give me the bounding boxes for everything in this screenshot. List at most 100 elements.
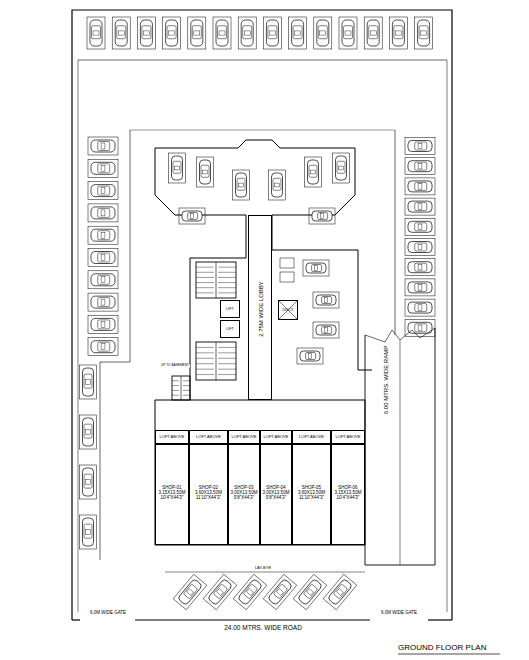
- room-label: 3.00X13.50M: [263, 490, 290, 495]
- room-label: LOFT ABOVE: [336, 435, 361, 440]
- road-label: 24.00 MTRS. WIDE ROAD: [223, 625, 303, 632]
- car-symbol: [88, 293, 118, 311]
- plan-line: [218, 282, 236, 283]
- car-symbol: [88, 226, 118, 244]
- plan-line: [218, 352, 236, 353]
- car-symbol: [137, 17, 155, 49]
- car-symbol: [323, 574, 357, 609]
- car-symbol: [405, 279, 435, 296]
- plan-line: [196, 363, 214, 364]
- car-symbol: [314, 17, 332, 49]
- room-label: 3.15X13.50M: [335, 490, 362, 495]
- plan-line: [183, 390, 190, 391]
- car-symbol: [405, 178, 435, 195]
- car-symbol: [197, 157, 214, 187]
- plan-line: [196, 358, 214, 359]
- note-label: UP TO BASEMENT: [160, 364, 190, 367]
- loft-band: LOFT ABOVE: [292, 430, 331, 444]
- room-label: SHOP-01: [162, 485, 181, 490]
- car-symbol: [309, 208, 335, 224]
- room-label: 9'8"X44'3": [234, 495, 254, 500]
- plan-line: [172, 390, 179, 391]
- room-label: LOFT ABOVE: [299, 435, 324, 440]
- plan-line: [216, 262, 217, 298]
- car-symbol: [297, 348, 323, 364]
- plan-line: [135, 619, 370, 620]
- plan-line: [400, 340, 401, 565]
- plan-rect: [196, 262, 236, 298]
- room-label: LIFT: [226, 327, 233, 331]
- car-symbol: [269, 170, 286, 200]
- plan-line: [218, 374, 236, 375]
- room-label: 11'10"X44'3": [299, 495, 324, 500]
- car-symbol: [313, 292, 339, 308]
- plan-line: [196, 292, 214, 293]
- plan-line: [72, 10, 452, 620]
- car-symbol: [405, 319, 435, 336]
- car-symbol: [88, 204, 118, 222]
- car-symbol: [405, 218, 435, 235]
- car-symbol: [203, 574, 237, 609]
- car-symbol: [163, 17, 181, 49]
- plan-line: [183, 395, 190, 396]
- car-symbol: [88, 159, 118, 177]
- plan-line: [447, 60, 448, 612]
- shop-unit: SHOP-053.60X13.50M11'10"X44'3": [292, 444, 331, 545]
- lift-box: LIFT: [220, 320, 240, 338]
- room-label: 11'10"X44'3": [196, 495, 221, 500]
- car-symbol: [263, 17, 281, 49]
- car-symbol: [80, 365, 97, 399]
- plan-line: [196, 374, 214, 375]
- plan-line: [172, 380, 179, 381]
- loft-band: LOFT ABOVE: [331, 430, 365, 444]
- plan-line: [395, 130, 396, 335]
- plan-line: [155, 400, 365, 545]
- plan-rect: [280, 258, 294, 268]
- room-label: SHOP-04: [266, 485, 285, 490]
- room-label: SHOP-02: [199, 485, 218, 490]
- loft-band: LOFT ABOVE: [189, 430, 228, 444]
- car-symbol: [173, 574, 207, 609]
- plan-line: [218, 292, 236, 293]
- lift-box: LIFT: [220, 300, 240, 318]
- car-symbol: [339, 17, 357, 49]
- duct: DUCT: [278, 300, 298, 320]
- plan-line: [196, 267, 214, 268]
- plan-line: [218, 277, 236, 278]
- room-label: DUCT: [282, 308, 293, 313]
- plan-line: [196, 352, 214, 353]
- plan-line: [181, 376, 182, 400]
- room-label: 3.00X13.50M: [231, 490, 258, 495]
- plan-line: [155, 140, 372, 370]
- car-symbol: [233, 574, 267, 609]
- car-symbol: [233, 170, 250, 200]
- plan-line: [218, 369, 236, 370]
- car-symbol: [305, 157, 322, 187]
- plan-line: [196, 287, 214, 288]
- plan-rect: [196, 342, 236, 380]
- plan-line: [216, 342, 217, 380]
- room-label: 3.60X13.50M: [298, 490, 325, 495]
- car-symbol: [213, 17, 231, 49]
- shop-unit: SHOP-063.15X13.50M10'4"X44'3": [331, 444, 365, 545]
- room-label: 10'4"X44'3": [337, 495, 360, 500]
- plan-line: [218, 347, 236, 348]
- plan-line: [172, 395, 179, 396]
- car-symbol: [389, 17, 407, 49]
- plan-title: GROUND FLOOR PLAN: [398, 644, 486, 652]
- car-symbol: [263, 574, 297, 609]
- car-symbol: [405, 239, 435, 256]
- car-symbol: [87, 17, 105, 49]
- plan-line: [130, 130, 395, 131]
- room-label: 3.60X13.50M: [195, 490, 222, 495]
- car-symbol: [88, 338, 118, 356]
- car-symbol: [238, 17, 256, 49]
- gate-label: 6.0M WIDE GATE: [380, 611, 418, 616]
- plan-line: [218, 287, 236, 288]
- car-symbol: [405, 198, 435, 215]
- plan-rect: [172, 376, 190, 400]
- car-symbol: [289, 17, 307, 49]
- plan-line: [78, 60, 447, 61]
- plan-line: [279, 301, 297, 319]
- room-label: SHOP-05: [302, 485, 321, 490]
